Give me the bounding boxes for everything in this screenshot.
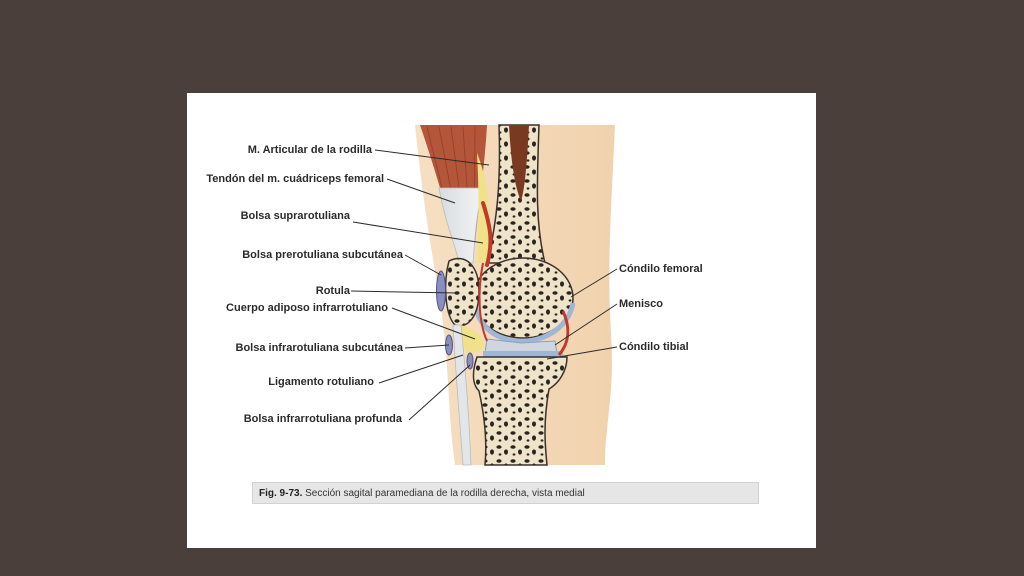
prepatellar-bursa: [436, 270, 446, 312]
label-femoral-condyle: Cóndilo femoral: [619, 263, 703, 275]
medullary-cavity: [509, 125, 529, 201]
label-infrapatellar-subcutaneous-bursa: Bolsa infrarotuliana subcutánea: [235, 342, 403, 354]
tibia: [472, 356, 568, 466]
label-deep-infrapatellar-bursa: Bolsa infrarrotuliana profunda: [243, 413, 402, 425]
figure-number: Fig. 9-73.: [259, 488, 303, 499]
suprapatellar-bursa: [481, 201, 493, 267]
label-patella: Rotula: [315, 285, 350, 297]
figure-caption-text: Sección sagital paramediana de la rodill…: [305, 488, 585, 499]
deep-infrapatellar-bursa: [466, 352, 474, 370]
label-suprapatellar-bursa: Bolsa suprarotuliana: [240, 210, 350, 222]
knee-sagittal-section-diagram: [350, 124, 618, 466]
slide-content: M. Articular de la rodilla Tendón del m.…: [187, 93, 816, 548]
patella: [444, 257, 480, 327]
infrapatellar-fat-pad: [460, 325, 485, 355]
patellar-ligament: [452, 324, 472, 466]
label-infrapatellar-fat-pad: Cuerpo adiposo infrarrotuliano: [226, 302, 388, 314]
label-meniscus: Menisco: [619, 298, 664, 310]
label-tibial-condyle: Cóndilo tibial: [619, 341, 689, 353]
figure-caption: Fig. 9-73. Sección sagital paramediana d…: [252, 482, 759, 504]
label-patellar-ligament: Ligamento rotuliano: [268, 376, 374, 388]
label-articular-muscle: M. Articular de la rodilla: [247, 144, 372, 156]
meniscus: [484, 338, 558, 354]
label-prepatellar-bursa: Bolsa prerotuliana subcutánea: [242, 249, 403, 261]
label-quadriceps-tendon: Tendón del m. cuádriceps femoral: [206, 173, 384, 185]
